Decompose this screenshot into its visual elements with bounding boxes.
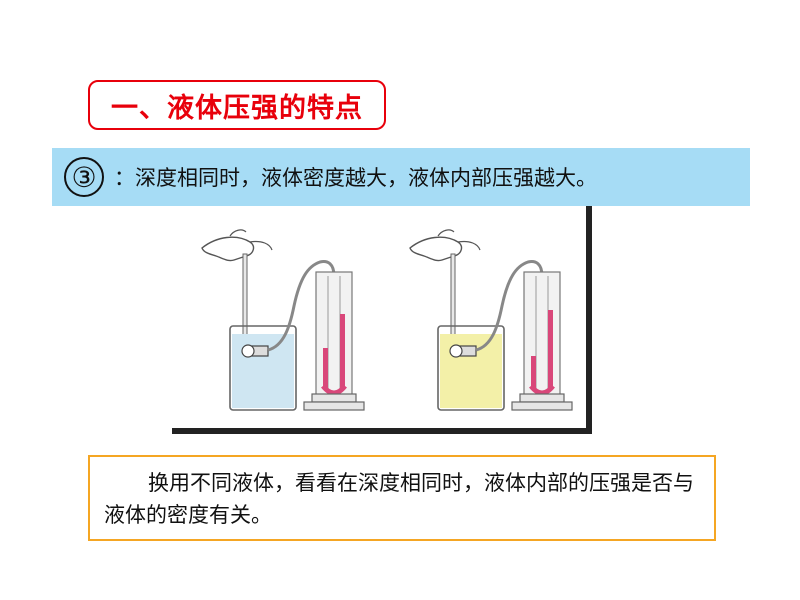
- point-number: ③: [71, 160, 97, 194]
- right-hand-icon: [409, 236, 463, 262]
- experiment-illustration: [201, 229, 573, 411]
- right-beaker: [437, 325, 505, 411]
- point-number-badge: ③: [64, 157, 104, 197]
- section-title-text: 一、液体压强的特点: [111, 92, 363, 124]
- left-beaker: [229, 325, 297, 411]
- figure-frame-shadow-bottom: [172, 428, 592, 434]
- key-point-text: ：深度相同时，液体密度越大，液体内部压强越大。: [114, 166, 597, 190]
- left-apparatus: [201, 229, 365, 411]
- left-hand-icon: [201, 236, 255, 262]
- section-title: 一、液体压强的特点: [88, 80, 386, 130]
- right-apparatus: [409, 229, 573, 411]
- experiment-figure: [172, 206, 592, 434]
- note-text: 换用不同液体，看看在深度相同时，液体内部的压强是否与液体的密度有关。: [104, 471, 694, 527]
- note-box: 换用不同液体，看看在深度相同时，液体内部的压强是否与液体的密度有关。: [88, 455, 716, 541]
- right-beaker-liquid: [440, 334, 502, 408]
- left-beaker-liquid: [232, 334, 294, 408]
- key-point-band: ③ ：深度相同时，液体密度越大，液体内部压强越大。: [52, 148, 750, 206]
- figure-frame-shadow-right: [586, 206, 592, 434]
